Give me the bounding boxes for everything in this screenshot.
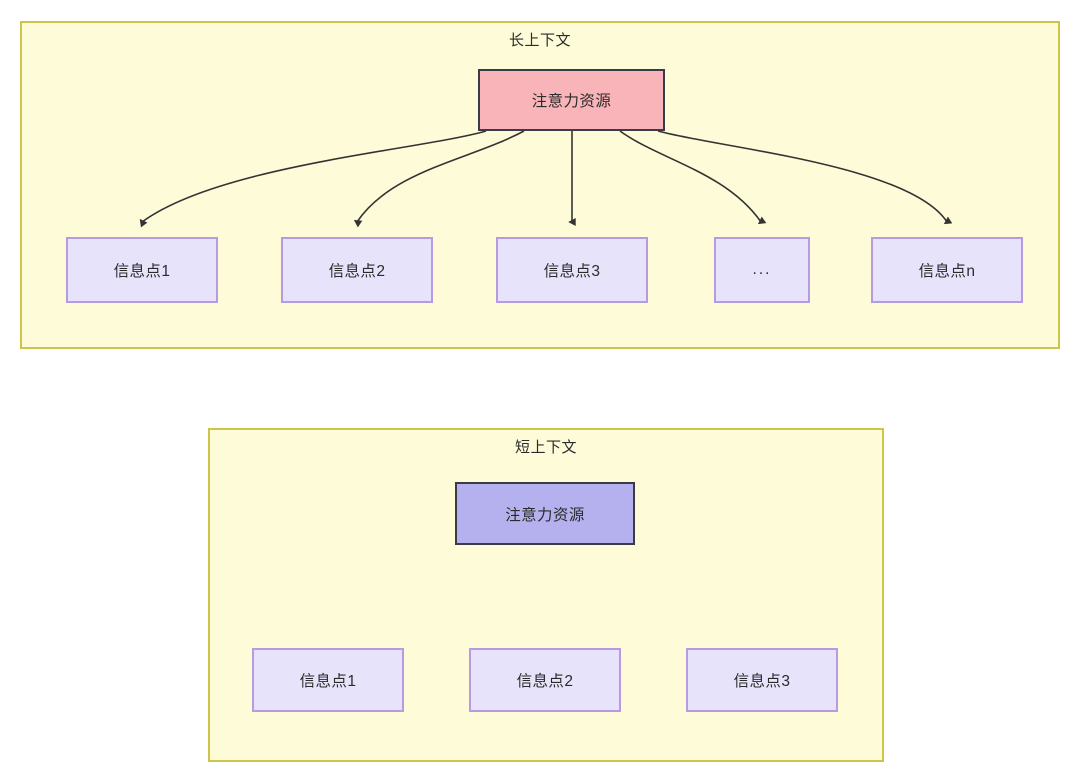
node-attention-resource-long[interactable]: 注意力资源 bbox=[478, 69, 665, 131]
group-short-context-title: 短上下文 bbox=[514, 439, 577, 456]
node-info-point-long-3[interactable]: 信息点3 bbox=[496, 237, 648, 303]
node-info-point-long-n[interactable]: 信息点n bbox=[871, 237, 1023, 303]
node-info-point-long-ellipsis[interactable]: ... bbox=[714, 237, 810, 303]
node-info-point-long-1[interactable]: 信息点1 bbox=[66, 237, 218, 303]
node-info-point-short-1[interactable]: 信息点1 bbox=[252, 648, 404, 712]
node-info-point-short-2[interactable]: 信息点2 bbox=[469, 648, 621, 712]
node-info-point-long-2[interactable]: 信息点2 bbox=[281, 237, 433, 303]
node-info-point-short-3[interactable]: 信息点3 bbox=[686, 648, 838, 712]
group-long-context-title: 长上下文 bbox=[508, 32, 571, 49]
node-attention-resource-short[interactable]: 注意力资源 bbox=[455, 482, 635, 545]
